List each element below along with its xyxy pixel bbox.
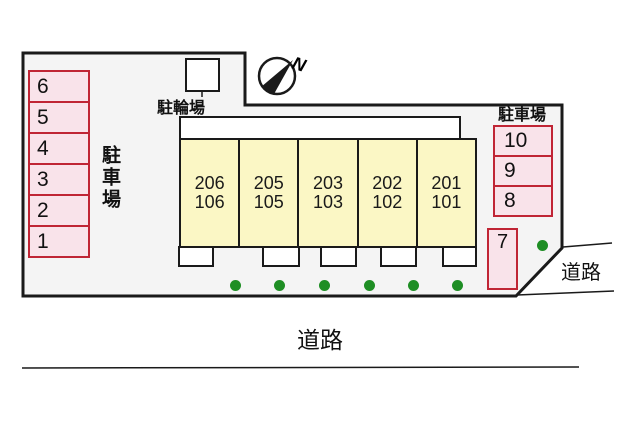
tree-dot — [537, 240, 548, 251]
parking-left-label: 駐車場 — [99, 145, 120, 211]
tree-dot — [408, 280, 419, 291]
unit-number-upper: 201 — [431, 173, 462, 193]
road-line-bottom — [21, 366, 580, 369]
parking-stall-10: 10 — [493, 125, 553, 157]
building-roof-strip — [179, 116, 461, 140]
parking-stall-3: 3 — [28, 163, 90, 196]
parking-stall-6: 6 — [28, 70, 90, 103]
tree-dot — [452, 280, 463, 291]
unit-number-lower: 106 — [194, 192, 225, 212]
entrance-box — [262, 246, 300, 267]
unit-number-lower: 101 — [431, 192, 462, 212]
parking-stall-9: 9 — [493, 155, 553, 187]
unit-number-upper: 203 — [312, 173, 344, 193]
entrance-box — [320, 246, 357, 267]
bicycle-parking-square — [185, 58, 220, 92]
unit-number-upper: 206 — [194, 173, 225, 193]
parking-stall-4: 4 — [28, 132, 90, 165]
parking-stall-2: 2 — [28, 194, 90, 227]
unit-number-lower: 103 — [312, 192, 344, 212]
compass-north-label: N — [290, 53, 309, 76]
road-label-right: 道路 — [561, 262, 601, 284]
bicycle-parking-label: 駐輪場 — [156, 100, 205, 117]
parking-stall-7: 7 — [487, 228, 518, 290]
unit-number-upper: 202 — [372, 173, 403, 193]
road-label-bottom: 道路 — [297, 327, 343, 353]
tree-dot — [230, 280, 241, 291]
entrance-box — [442, 246, 477, 267]
parking-stall-5: 5 — [28, 101, 90, 134]
tree-dot — [319, 280, 330, 291]
unit-number-lower: 102 — [372, 192, 403, 212]
entrance-box — [380, 246, 417, 267]
road-line-right-upper — [562, 242, 613, 248]
unit-number-upper: 205 — [253, 173, 284, 193]
compass-icon: N — [257, 53, 309, 96]
parking-stall-1: 1 — [28, 225, 90, 258]
road-line-right-lower — [516, 290, 615, 296]
parking-right-label: 駐車場 — [497, 107, 546, 124]
entrance-box — [178, 246, 214, 267]
parking-stall-8: 8 — [493, 185, 553, 217]
tree-dot — [274, 280, 285, 291]
unit-number-lower: 105 — [253, 192, 284, 212]
tree-dot — [364, 280, 375, 291]
